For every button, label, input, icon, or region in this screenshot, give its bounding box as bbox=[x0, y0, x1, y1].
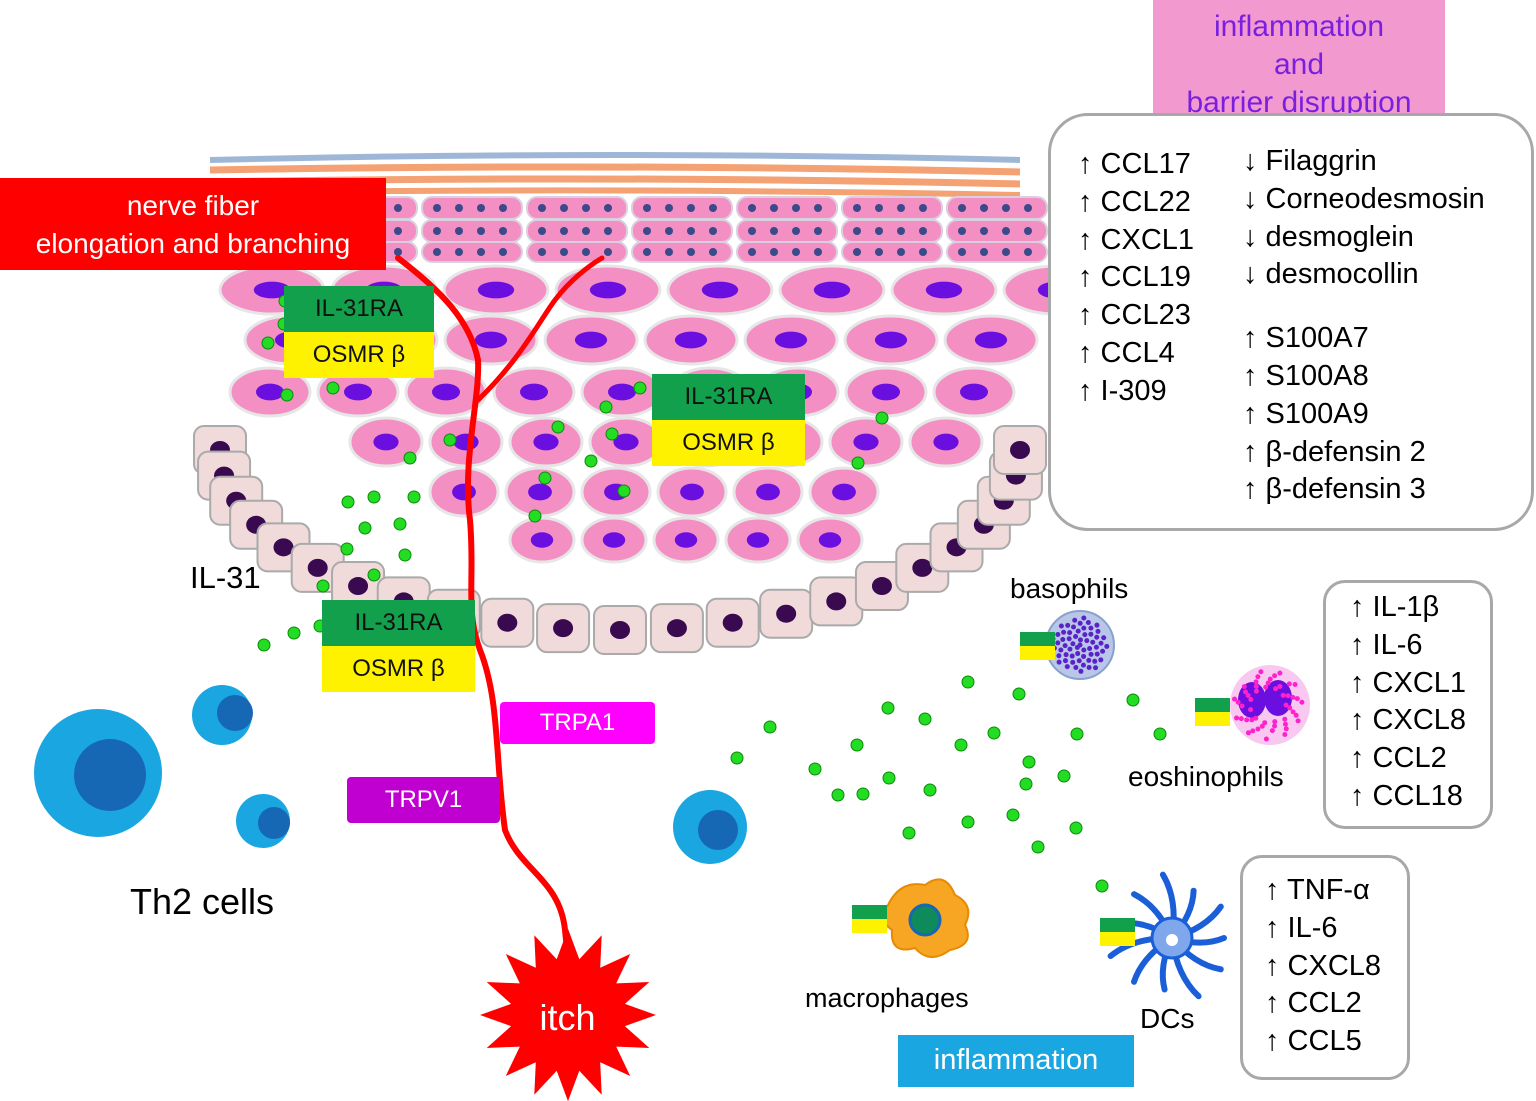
cytokine-item: ↑ CXCL8 bbox=[1350, 704, 1467, 737]
itch-burst-icon bbox=[480, 928, 656, 1101]
trpa1-channel: TRPA1 bbox=[500, 702, 655, 744]
th2-cells-label: Th2 cells bbox=[130, 881, 275, 922]
nerve-line-1: nerve fiber bbox=[126, 190, 260, 221]
immune-cell-receptors bbox=[852, 632, 1230, 946]
dendritic-cell-icon bbox=[1107, 871, 1227, 1000]
title-line-1: inflammation bbox=[1213, 10, 1385, 43]
marker-item: ↓ Corneodesmosin bbox=[1243, 182, 1485, 215]
il31-label: IL-31 bbox=[190, 560, 261, 595]
eosinophil-cytokine-list: ↑ IL-1β ↑ IL-6 ↑ CXCL1 ↑ CXCL8 ↑ CCL2 ↑ … bbox=[1350, 589, 1466, 816]
eosinophils-label: eoshinophils bbox=[1128, 761, 1284, 792]
cytokine-item: ↑ IL-6 bbox=[1265, 911, 1338, 944]
barrier-markers-box bbox=[1048, 113, 1534, 531]
inflammation-text: inflammation bbox=[933, 1044, 1099, 1076]
marker-item: ↑ I-309 bbox=[1078, 374, 1167, 407]
cytokine-item: ↑ CCL18 bbox=[1350, 779, 1463, 812]
cytokine-item: ↑ CCL2 bbox=[1265, 987, 1362, 1020]
eosinophil-cytokine-box bbox=[1323, 580, 1493, 829]
basophils-label: basophils bbox=[1010, 573, 1129, 604]
nerve-line-2: elongation and branching bbox=[35, 228, 351, 259]
cytokine-item: ↑ CXCL1 bbox=[1350, 666, 1467, 699]
marker-item: ↑ CCL4 bbox=[1078, 336, 1175, 369]
marker-item: ↑ β-defensin 3 bbox=[1243, 473, 1426, 506]
keratinocyte-receptor-2: IL-31RA OSMR β bbox=[652, 374, 805, 466]
marker-item: ↑ CCL22 bbox=[1078, 185, 1191, 218]
basophil-icon bbox=[1045, 610, 1115, 680]
cytokine-item: ↑ IL-1β bbox=[1350, 591, 1440, 623]
marker-item: ↓ desmoglein bbox=[1243, 220, 1414, 253]
cytokine-item: ↑ CCL5 bbox=[1265, 1025, 1362, 1058]
marker-item: ↑ S100A9 bbox=[1243, 397, 1369, 430]
title-line-3: barrier disruption bbox=[1186, 86, 1412, 119]
keratinocyte-receptor-1: IL-31RA OSMR β bbox=[284, 286, 434, 378]
dcs-label: DCs bbox=[1140, 1003, 1195, 1034]
barrier-up-list: ↑ CCL17 ↑ CCL22 ↑ CXCL1 ↑ CCL19 ↑ CCL23 … bbox=[1078, 146, 1194, 411]
barrier-down-list: ↓ Filaggrin ↓ Corneodesmosin ↓ desmoglei… bbox=[1243, 143, 1485, 509]
marker-item: ↑ S100A8 bbox=[1243, 359, 1369, 392]
cytokine-item: ↑ CCL2 bbox=[1350, 742, 1447, 775]
marker-item: ↑ CXCL1 bbox=[1078, 223, 1195, 256]
nerve-receptor: IL-31RA OSMR β bbox=[322, 600, 475, 692]
trpv1-channel: TRPV1 bbox=[347, 777, 500, 823]
eosinophil-icon bbox=[1230, 665, 1310, 745]
inflammation-barrier-title bbox=[1153, 0, 1445, 130]
macrophages-label: macrophages bbox=[805, 983, 969, 1013]
marker-item: ↑ β-defensin 2 bbox=[1243, 435, 1426, 468]
osmrb-receptor: OSMR β bbox=[652, 420, 805, 466]
marker-item: ↑ CCL19 bbox=[1078, 261, 1191, 294]
macrophage-icon bbox=[881, 878, 970, 958]
marker-item: ↓ Filaggrin bbox=[1243, 145, 1377, 177]
nerve-fiber-label bbox=[0, 178, 386, 270]
marker-item: ↑ CCL17 bbox=[1078, 148, 1191, 180]
dc-cytokine-box bbox=[1240, 855, 1410, 1080]
il31ra-receptor: IL-31RA bbox=[652, 374, 805, 420]
il31ra-receptor: IL-31RA bbox=[322, 600, 475, 646]
title-line-2: and bbox=[1273, 48, 1325, 81]
th2-cells bbox=[34, 685, 747, 864]
il31ra-receptor: IL-31RA bbox=[284, 286, 434, 332]
cytokine-item: ↑ CXCL8 bbox=[1265, 949, 1382, 982]
itch-label: itch bbox=[539, 997, 596, 1038]
cytokine-item: ↑ TNF-α bbox=[1265, 874, 1370, 906]
marker-item: ↑ S100A7 bbox=[1243, 322, 1369, 355]
marker-item: ↓ desmocollin bbox=[1243, 258, 1419, 291]
osmrb-receptor: OSMR β bbox=[322, 646, 475, 692]
inflammation-label bbox=[898, 1035, 1134, 1087]
marker-item: ↑ CCL23 bbox=[1078, 299, 1191, 332]
osmrb-receptor: OSMR β bbox=[284, 332, 434, 378]
cytokine-item: ↑ IL-6 bbox=[1350, 628, 1423, 661]
dc-cytokine-list: ↑ TNF-α ↑ IL-6 ↑ CXCL8 ↑ CCL2 ↑ CCL5 bbox=[1265, 872, 1381, 1061]
